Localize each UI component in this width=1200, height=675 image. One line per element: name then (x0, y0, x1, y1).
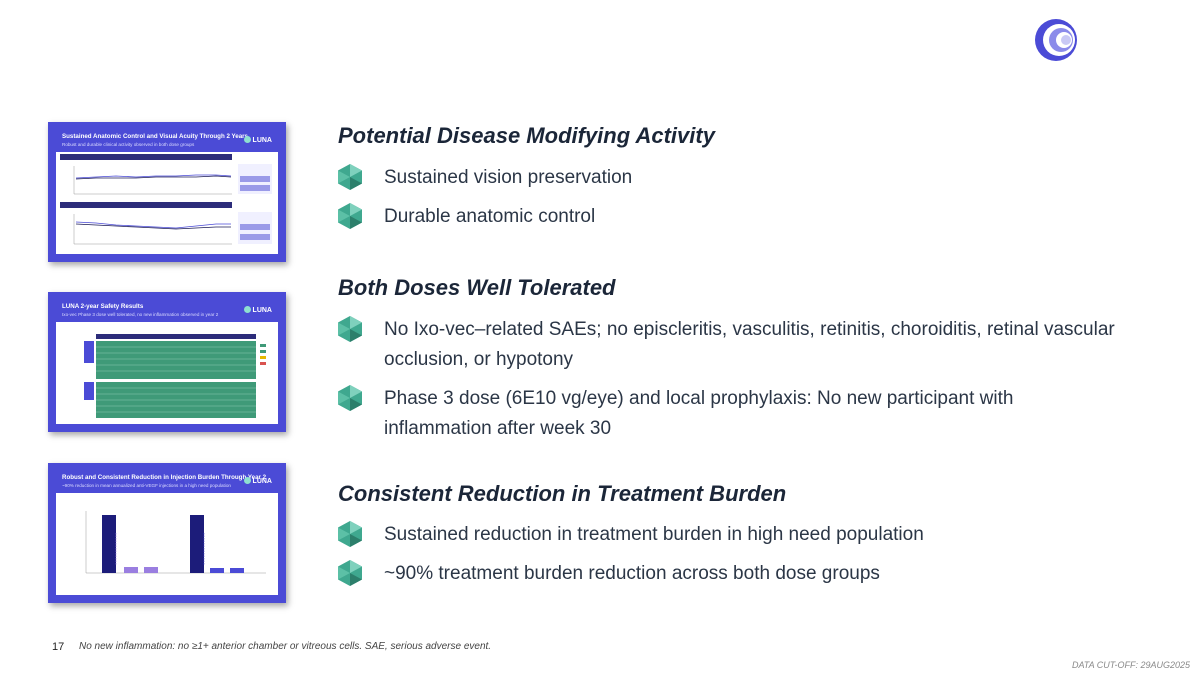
thumbnail-safety-results: LUNA 2-year Safety Results Ixo-vec Phase… (48, 292, 286, 432)
section-title-disease-modifying: Potential Disease Modifying Activity (338, 123, 715, 148)
hexagon-gem-icon (338, 203, 362, 229)
hexagon-gem-icon (338, 385, 362, 411)
thumbnail-subtitle: Robust and durable clinical activity obs… (62, 142, 195, 147)
hexagon-gem-icon (338, 164, 362, 190)
thumbnail-title: Sustained Anatomic Control and Visual Ac… (62, 133, 249, 140)
thumbnail-safety-grid-image (84, 334, 266, 418)
data-cutoff-label: DATA CUT-OFF: 29AUG2025 (1071, 660, 1190, 670)
hexagon-gem-icon (338, 521, 362, 547)
thumbnail-brand: LUNA (252, 307, 272, 314)
bullet-text: Durable anatomic control (384, 206, 596, 227)
thumbnail-subtitle: Ixo-vec Phase 3 dose well tolerated, no … (62, 312, 219, 317)
footnote: No new inflammation: no ≥1+ anterior cha… (79, 641, 492, 652)
thumbnail-bar-chart-image (85, 511, 266, 574)
hexagon-gem-icon (338, 560, 362, 586)
bullet-text: Phase 3 dose (6E10 vg/eye) and local pro… (384, 388, 1014, 439)
luna-logo-icon (243, 477, 251, 484)
section-title-treatment-burden: Consistent Reduction in Treatment Burden (338, 481, 787, 506)
bullet-text: No Ixo-vec–related SAEs; no episcleritis… (384, 319, 1115, 370)
section-title-well-tolerated: Both Doses Well Tolerated (338, 275, 616, 300)
luna-logo-icon (243, 306, 251, 313)
thumbnail-anatomic-control: Sustained Anatomic Control and Visual Ac… (48, 122, 286, 262)
thumbnail-title: LUNA 2-year Safety Results (62, 303, 144, 310)
thumbnail-subtitle: ~90% reduction in mean annualized anti-V… (62, 483, 231, 488)
page-number: 17 (52, 641, 65, 653)
hexagon-gem-icon (338, 316, 362, 342)
thumbnail-brand: LUNA (252, 137, 272, 144)
thumbnail-injection-burden: Robust and Consistent Reduction in Injec… (48, 463, 286, 603)
thumbnail-brand: LUNA (252, 478, 272, 485)
thumbnail-title: Robust and Consistent Reduction in Injec… (62, 474, 267, 481)
luna-logo-icon (243, 136, 251, 143)
bullet-text: Sustained reduction in treatment burden … (384, 524, 924, 545)
bullet-text: ~90% treatment burden reduction across b… (384, 563, 880, 584)
bullet-text: Sustained vision preservation (384, 167, 633, 188)
circular-swirl-logo-icon (1035, 19, 1077, 61)
thumbnail-charts-image (60, 154, 272, 245)
